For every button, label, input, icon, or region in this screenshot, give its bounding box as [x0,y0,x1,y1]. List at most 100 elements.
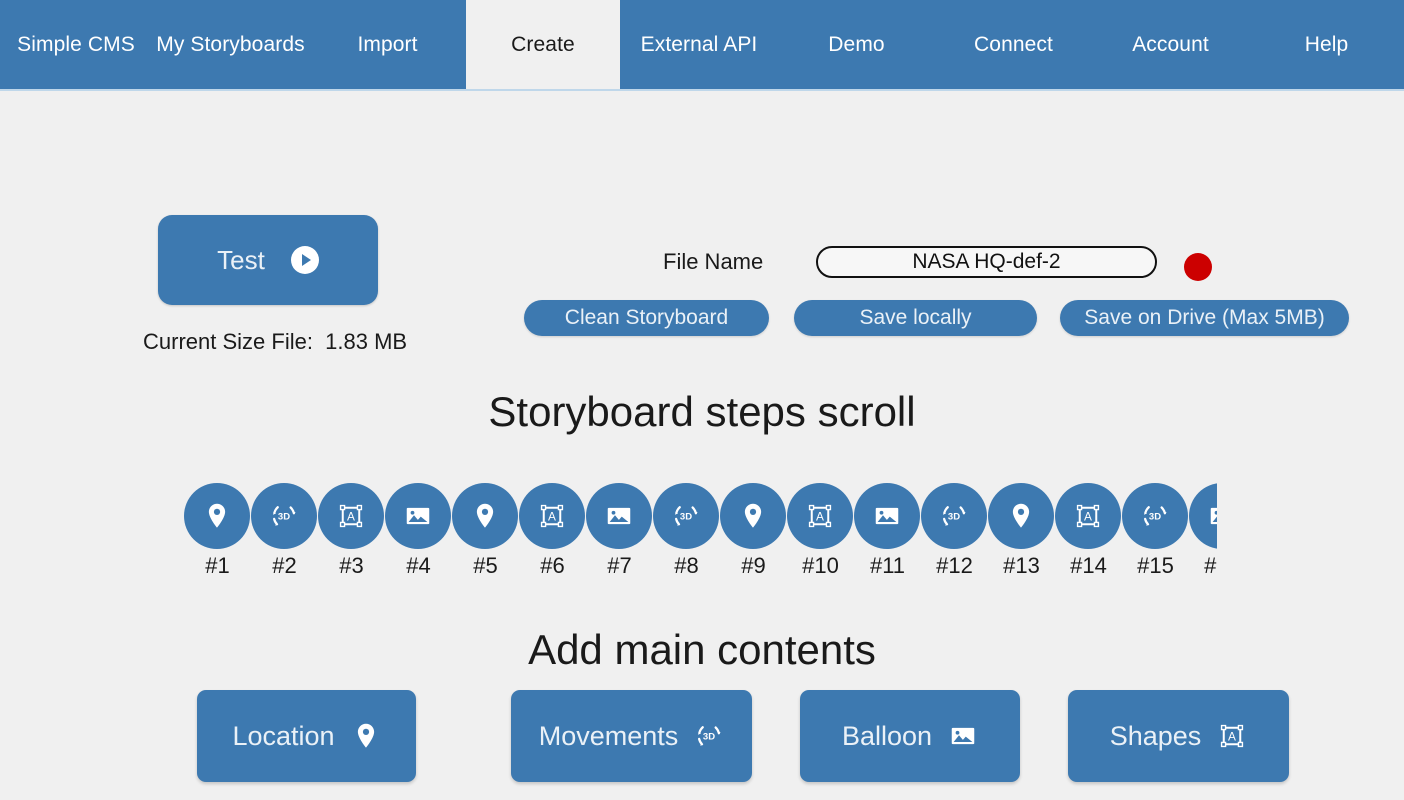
svg-text:A: A [548,509,556,523]
nav-tab-connect[interactable]: Connect [935,0,1092,89]
nav-tab-external-api[interactable]: External API [620,0,778,89]
step-icon-button[interactable] [1189,483,1217,549]
create-page: Test Current Size File: 1.83 MB File Nam… [0,91,1404,800]
nav-tab-help[interactable]: Help [1249,0,1404,89]
nav-tab-label: Simple CMS [17,32,135,56]
nav-tab-account[interactable]: Account [1092,0,1249,89]
step-icon-button[interactable] [988,483,1054,549]
svg-text:A: A [1084,509,1092,523]
svg-text:3D: 3D [948,511,960,522]
storyboard-step[interactable]: 3D#15 [1122,483,1189,579]
step-number-label: #12 [936,553,973,578]
rotate-3d-icon: 3D [269,501,299,531]
save-locally-button[interactable]: Save locally [794,300,1037,336]
add-balloon-label: Balloon [841,720,933,751]
storyboard-step[interactable]: 3D#8 [653,483,720,579]
location-pin-icon [202,501,232,531]
storyboard-step[interactable]: A #3 [318,483,385,579]
shapes-icon: A [1217,721,1247,751]
nav-tab-label: External API [640,32,758,56]
storyboard-step[interactable]: #1 [184,483,251,579]
image-icon [1207,501,1217,531]
rotate-3d-icon: 3D [671,501,701,531]
storyboard-step[interactable]: #13 [988,483,1055,579]
shapes-icon: A [805,501,835,531]
step-icon-button[interactable]: A [318,483,384,549]
svg-text:A: A [347,509,355,523]
file-name-input[interactable] [816,246,1157,278]
step-icon-button[interactable] [854,483,920,549]
step-icon-button[interactable] [385,483,451,549]
storyboard-steps-scroll[interactable]: #1 3D#2 A #3 #4#5 A #6 #7 3D#8 #9 A #10 #11 3D #12 #13 A… [184,483,1217,588]
step-number-label: #11 [869,553,906,578]
clean-storyboard-button[interactable]: Clean Storyboard [524,300,769,336]
nav-tab-simple-cms[interactable]: Simple CMS [0,0,152,89]
test-button[interactable]: Test [158,215,378,305]
svg-text:3D: 3D [703,731,715,742]
svg-text:A: A [1228,729,1236,743]
step-number-label: #13 [1003,553,1040,578]
storyboard-step[interactable]: #5 [452,483,519,579]
storyboard-step[interactable]: 3D#2 [251,483,318,579]
shapes-icon: A [336,501,366,531]
step-icon-button[interactable] [720,483,786,549]
nav-tab-create[interactable]: Create [466,0,620,89]
svg-text:3D: 3D [680,511,692,522]
play-icon [290,246,319,274]
step-icon-button[interactable]: 3D [653,483,719,549]
step-icon-button[interactable] [452,483,518,549]
image-icon [604,501,634,531]
svg-text:3D: 3D [278,511,290,522]
storyboard-step[interactable]: #7 [586,483,653,579]
step-number-label: #10 [802,553,839,578]
nav-tab-label: Demo [828,32,885,56]
step-icon-button[interactable]: A [787,483,853,549]
step-icon-button[interactable] [184,483,250,549]
step-number-label: #9 [741,553,766,578]
add-shapes-button[interactable]: Shapes A [1068,690,1289,782]
nav-tab-import[interactable]: Import [309,0,466,89]
step-icon-button[interactable] [586,483,652,549]
step-number-label: #7 [607,553,632,578]
location-pin-icon [470,501,500,531]
step-number-label: #1 [205,553,230,578]
nav-tab-label: My Storyboards [156,32,305,56]
svg-text:A: A [816,509,824,523]
add-movements-button[interactable]: Movements 3D [511,690,752,782]
storyboard-step[interactable]: #9 [720,483,787,579]
step-icon-button[interactable]: A [519,483,585,549]
add-main-contents-title: Add main contents [528,626,876,673]
add-shapes-label: Shapes [1109,720,1202,751]
storyboard-step[interactable]: #4 [385,483,452,579]
storyboard-step[interactable]: A #6 [519,483,586,579]
storyboard-step[interactable]: #16 [1189,483,1217,579]
file-name-label: File Name [663,249,764,274]
svg-text:3D: 3D [1149,511,1161,522]
image-icon [872,501,902,531]
nav-tab-my-storyboards[interactable]: My Storyboards [152,0,309,89]
storyboard-step[interactable]: A #14 [1055,483,1122,579]
step-icon-button[interactable]: 3D [1122,483,1188,549]
step-number-label: #3 [339,553,364,578]
storyboard-steps-title: Storyboard steps scroll [488,388,916,435]
add-balloon-button[interactable]: Balloon [800,690,1020,782]
step-icon-button[interactable]: 3D [921,483,987,549]
location-pin-icon [738,501,768,531]
nav-tab-demo[interactable]: Demo [778,0,935,89]
step-number-label: #6 [540,553,565,578]
storyboard-step[interactable]: A #10 [787,483,854,579]
shapes-icon: A [537,501,567,531]
storyboard-step[interactable]: #11 [854,483,921,579]
current-file-size: Current Size File: 1.83 MB [143,329,408,354]
location-pin-icon [351,721,381,751]
step-number-label: #16 [1204,553,1217,578]
step-icon-button[interactable]: 3D [251,483,317,549]
storyboard-step[interactable]: 3D #12 [921,483,988,579]
save-on-drive-button[interactable]: Save on Drive (Max 5MB) [1060,300,1349,336]
add-location-button[interactable]: Location [197,690,416,782]
rotate-3d-icon: 3D [694,721,724,751]
status-indicator-dot [1184,253,1212,281]
step-icon-button[interactable]: A [1055,483,1121,549]
step-number-label: #14 [1070,553,1107,578]
